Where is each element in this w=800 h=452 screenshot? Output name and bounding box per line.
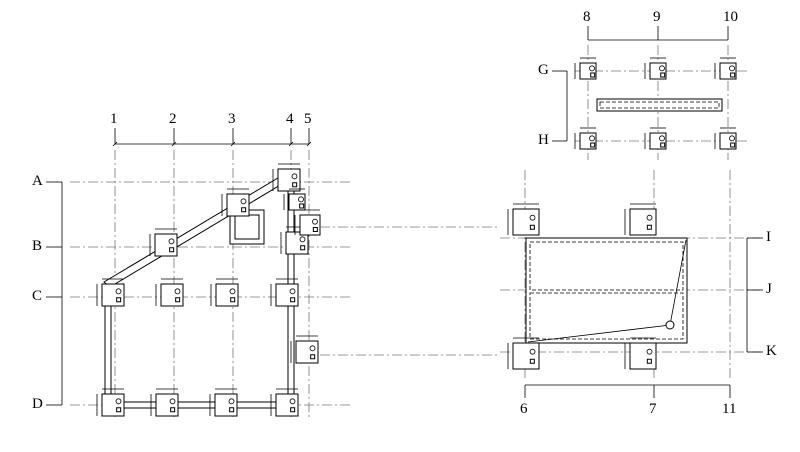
dimension-tick bbox=[306, 141, 312, 147]
anchor-circle bbox=[309, 345, 316, 352]
axis-label: C bbox=[32, 288, 43, 304]
dimension-tick bbox=[288, 141, 294, 147]
axis-label: 11 bbox=[722, 401, 737, 417]
pile-marker bbox=[170, 407, 176, 413]
pile-marker bbox=[290, 297, 296, 303]
column-footing bbox=[214, 393, 238, 417]
column-footing bbox=[275, 393, 299, 417]
pile-marker bbox=[230, 297, 236, 303]
column-footing bbox=[101, 393, 125, 417]
column-footing bbox=[512, 208, 540, 236]
pile-marker bbox=[660, 142, 666, 148]
pile-marker bbox=[310, 354, 316, 360]
axis-label: K bbox=[766, 343, 777, 359]
tank-chamber-upper bbox=[529, 241, 684, 291]
pile-marker bbox=[229, 407, 235, 413]
anchor-circle bbox=[240, 198, 247, 205]
axis-label: 9 bbox=[653, 9, 661, 25]
anchor-circle bbox=[115, 288, 122, 295]
axis-label: A bbox=[32, 173, 43, 189]
axis-label: H bbox=[538, 132, 549, 148]
anchor-circle bbox=[659, 135, 665, 142]
pile-marker bbox=[660, 72, 666, 78]
anchor-circle bbox=[289, 288, 296, 295]
column-footing bbox=[101, 283, 125, 307]
beam-inner bbox=[599, 101, 720, 109]
axis-label: J bbox=[766, 281, 772, 297]
anchor-circle bbox=[659, 65, 665, 72]
axis-label: 5 bbox=[304, 111, 312, 127]
anchor-circle bbox=[169, 398, 176, 405]
anchor-circle bbox=[229, 288, 236, 295]
column-footing bbox=[277, 168, 301, 192]
pile-marker bbox=[169, 247, 175, 253]
column-footing bbox=[155, 393, 179, 417]
anchor-circle bbox=[299, 236, 306, 243]
pile-marker bbox=[529, 224, 535, 230]
dimension-tick bbox=[230, 141, 236, 147]
anchor-circle bbox=[115, 398, 122, 405]
axis-label: 3 bbox=[228, 111, 236, 127]
tank-slab bbox=[525, 237, 688, 344]
column-footing bbox=[226, 193, 250, 217]
pile-marker bbox=[529, 358, 535, 364]
column-footing bbox=[275, 283, 299, 307]
column-footing bbox=[154, 233, 178, 257]
axis-label: 1 bbox=[110, 111, 118, 127]
bottom-wall bbox=[104, 401, 292, 409]
pile-marker bbox=[116, 407, 122, 413]
pile-marker bbox=[300, 245, 306, 251]
pit-inner bbox=[234, 214, 260, 240]
pile-marker bbox=[290, 407, 296, 413]
axis-label: 2 bbox=[169, 111, 177, 127]
column-footing bbox=[629, 342, 657, 370]
axis-label: B bbox=[32, 238, 43, 254]
column-footing bbox=[160, 283, 184, 307]
axis-label: 6 bbox=[520, 401, 528, 417]
anchor-circle bbox=[529, 214, 536, 221]
anchor-circle bbox=[729, 135, 735, 142]
anchor-circle bbox=[312, 218, 318, 225]
anchor-circle bbox=[298, 196, 304, 203]
anchor-circle bbox=[729, 65, 735, 72]
pile-marker bbox=[299, 203, 305, 209]
axis-label: D bbox=[32, 396, 43, 412]
pile-marker bbox=[312, 227, 318, 232]
pile-marker bbox=[175, 297, 181, 303]
anchor-circle bbox=[589, 65, 595, 72]
pile-marker bbox=[590, 72, 596, 78]
pile-marker bbox=[116, 297, 122, 303]
anchor-circle bbox=[168, 238, 175, 245]
axis-label: 10 bbox=[723, 9, 738, 25]
anchor-circle bbox=[646, 214, 653, 221]
column-footing bbox=[629, 208, 657, 236]
pile-marker bbox=[292, 182, 298, 188]
tank-chamber-lower bbox=[529, 292, 684, 340]
anchor-circle bbox=[529, 348, 536, 355]
pile-marker bbox=[646, 224, 652, 230]
anchor-circle bbox=[289, 398, 296, 405]
pile-marker bbox=[730, 72, 736, 78]
beam-outer bbox=[596, 98, 723, 112]
axis-label: 4 bbox=[286, 111, 294, 127]
dimension-tick bbox=[112, 141, 118, 147]
drain-circle bbox=[665, 320, 675, 330]
column-footing bbox=[215, 283, 239, 307]
pile-marker bbox=[241, 207, 247, 213]
anchor-circle bbox=[589, 135, 595, 142]
anchor-circle bbox=[174, 288, 181, 295]
column-footing bbox=[295, 340, 319, 364]
pile-marker bbox=[646, 358, 652, 364]
anchor-circle bbox=[228, 398, 235, 405]
axis-label: G bbox=[538, 62, 549, 78]
axis-label: 7 bbox=[649, 401, 657, 417]
dimension-tick bbox=[171, 141, 177, 147]
pile-marker bbox=[590, 142, 596, 148]
pile-marker bbox=[730, 142, 736, 148]
anchor-circle bbox=[646, 348, 653, 355]
anchor-circle bbox=[291, 173, 298, 180]
column-footing bbox=[512, 342, 540, 370]
axis-label: 8 bbox=[583, 9, 591, 25]
axis-label: I bbox=[766, 229, 771, 245]
